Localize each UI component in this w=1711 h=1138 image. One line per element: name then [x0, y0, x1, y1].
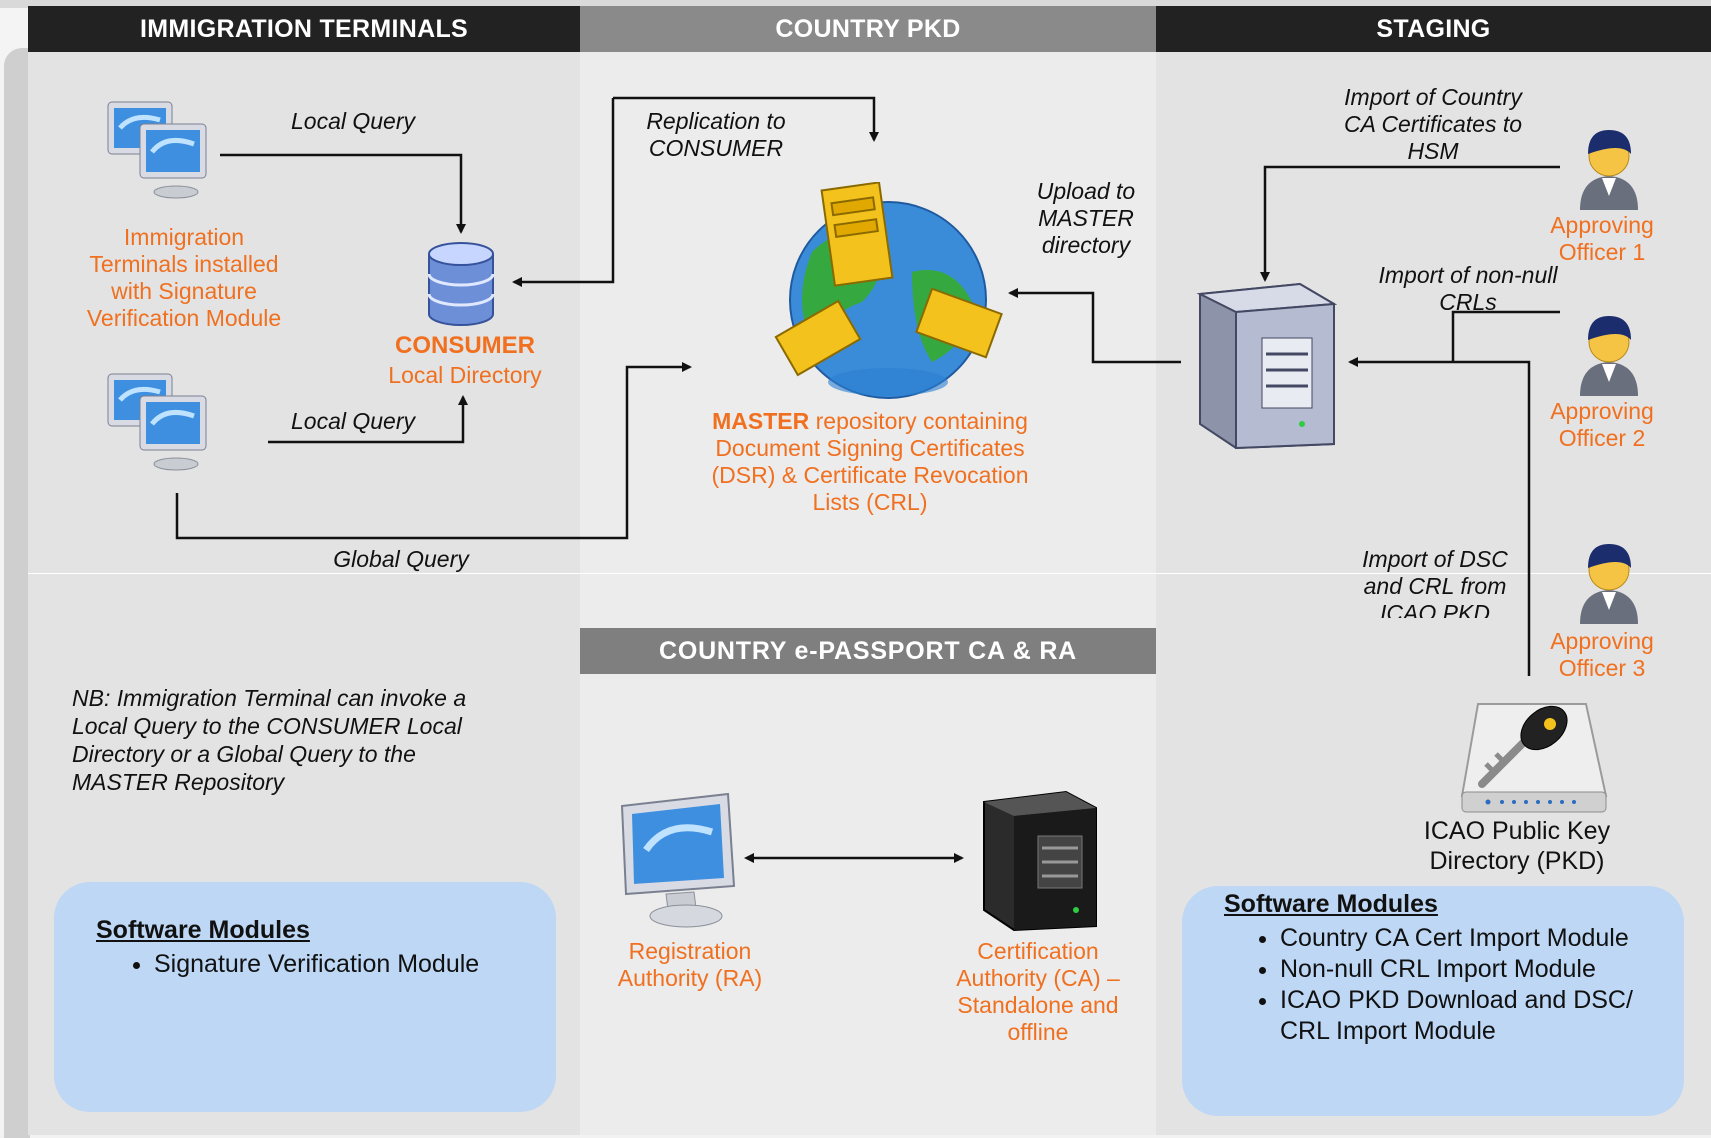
master-description: repository containing Document Signing C…: [711, 408, 1029, 515]
server-icon: [1196, 282, 1338, 450]
note-text: NB: Immigration Terminal can invoke a Lo…: [72, 685, 467, 795]
window-top-edge: [0, 0, 1711, 8]
terminals-computer-icon: [107, 373, 207, 471]
global-query-label: Global Query: [333, 546, 469, 572]
module-item: Non-null CRL Import Module: [1280, 954, 1660, 985]
approving-officer-1-label: Approving Officer 1: [1550, 212, 1654, 265]
person-icon: [1580, 544, 1638, 624]
window-left-edge: [4, 48, 30, 1138]
approving-officer-3-label: Approving Officer 3: [1550, 628, 1654, 681]
module-item: Country CA Cert Import Module: [1280, 923, 1660, 954]
section-divider: [28, 573, 1711, 574]
software-modules-list: Country CA Cert Import Module Non-null C…: [1224, 923, 1660, 1047]
monitor-icon: [620, 792, 736, 928]
terminals-caption: Immigration Terminals installed with Sig…: [86, 224, 282, 331]
software-modules-title: Software Modules: [96, 916, 310, 944]
approving-officer-2-label: Approving Officer 2: [1550, 398, 1654, 451]
software-modules-panel-left: Software Modules Signature Verification …: [54, 882, 556, 1112]
consumer-subtitle: Local Directory: [388, 362, 542, 388]
ra-label: Registration Authority (RA): [617, 938, 763, 991]
terminals-computer-icon: [107, 101, 207, 199]
consumer-title: CONSUMER: [394, 332, 535, 359]
import-country-ca-label: Import of Country CA Certificates to HSM: [1343, 84, 1523, 164]
local-query-label: Local Query: [290, 408, 415, 434]
master-title: MASTER: [712, 408, 810, 434]
import-dsc-label: Import of DSC and CRL from ICAO PKD: [1362, 546, 1508, 618]
replication-label: Replication to CONSUMER: [646, 108, 786, 161]
header-country-ca-ra: COUNTRY e-PASSPORT CA & RA: [580, 628, 1156, 674]
software-modules-title: Software Modules: [1224, 890, 1438, 918]
server-icon: [983, 790, 1097, 932]
software-modules-panel-right: Software Modules Country CA Cert Import …: [1182, 886, 1684, 1116]
upload-label: Upload to MASTER directory: [1036, 178, 1136, 258]
master-caption: MASTER repository containing Document Si…: [690, 408, 1050, 516]
import-crls-label: Import of non-null CRLs: [1378, 262, 1558, 315]
database-icon: [427, 242, 495, 326]
module-item: ICAO PKD Download and DSC/ CRL Import Mo…: [1280, 985, 1660, 1047]
person-icon: [1580, 130, 1638, 210]
header-immigration-terminals: IMMIGRATION TERMINALS: [28, 6, 580, 52]
ca-label: Certification Authority (CA) – Standalon…: [956, 938, 1120, 1045]
header-staging: STAGING: [1156, 6, 1711, 52]
software-modules-list: Signature Verification Module: [96, 949, 556, 980]
person-icon: [1580, 316, 1638, 396]
icao-pkd-label: ICAO Public Key Directory (PKD): [1423, 817, 1611, 875]
header-country-pkd: COUNTRY PKD: [580, 6, 1156, 52]
module-item: Signature Verification Module: [154, 949, 556, 980]
local-query-label: Local Query: [290, 108, 415, 134]
globe-icon: [774, 182, 1003, 399]
key-drive-icon: [1460, 703, 1608, 813]
